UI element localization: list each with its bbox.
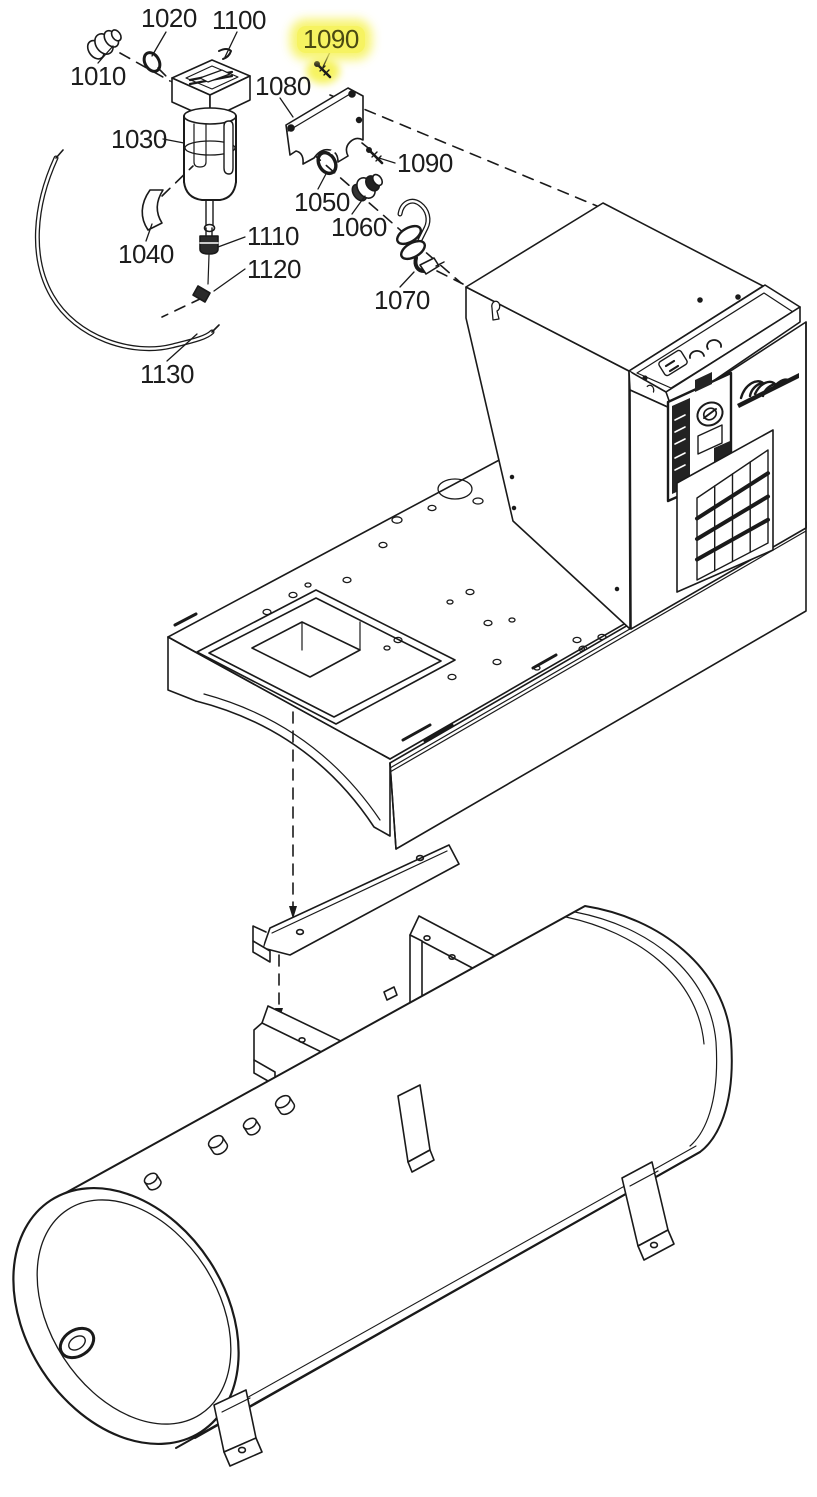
tank-foot-left (213, 1389, 263, 1467)
callout-1080[interactable]: 1080 (255, 71, 311, 101)
callout-1130[interactable]: 1130 (140, 359, 194, 389)
console-knockouts (689, 339, 722, 359)
brand-logo-swoosh (737, 373, 799, 408)
part-1040-deflector (141, 189, 164, 231)
air-tank (12, 905, 733, 1467)
base-holes (173, 478, 607, 742)
callout-1030[interactable]: 1030 (111, 124, 167, 154)
callout-1060[interactable]: 1060 (331, 212, 387, 242)
tank-foot-rear (397, 1084, 435, 1173)
tank-couplings (143, 1094, 296, 1191)
callout-1110[interactable]: 1110 (247, 221, 299, 251)
part-1030-filter (171, 59, 251, 233)
cooling-grille (676, 429, 774, 593)
tank-nub (383, 986, 398, 1001)
console-switch (658, 349, 688, 377)
part-1020-washer (142, 51, 162, 73)
part-1060-fitting (351, 173, 384, 202)
mounting-bracket-upper (252, 844, 460, 963)
tank-port (58, 1326, 96, 1360)
tank-end-cap (12, 1186, 240, 1446)
callout-1020[interactable]: 1020 (141, 3, 197, 33)
leader-lines (97, 31, 415, 362)
callout-1090[interactable]: 1090 (397, 148, 453, 178)
base-cutout (196, 589, 456, 725)
part-1100-clip (218, 48, 232, 60)
base-arch-skirt (167, 636, 391, 837)
part-1090-screw-highlighted (313, 60, 332, 79)
part-1080-bracket (285, 87, 364, 165)
callout-1100[interactable]: 1100 (212, 5, 266, 35)
callout-1090-highlighted[interactable]: 1090 (297, 25, 365, 54)
arrowhead (289, 906, 297, 919)
callout-1120[interactable]: 1120 (247, 254, 301, 284)
compressor-cabinet (465, 202, 807, 630)
part-1050-washer (316, 146, 340, 176)
part-1090-screw (365, 147, 384, 165)
part-1110-fitting (199, 227, 219, 285)
part-1120-elbow (192, 285, 211, 303)
part-1070-hose (396, 198, 445, 275)
pressure-gauge (696, 401, 724, 427)
callout-1040[interactable]: 1040 (118, 239, 174, 269)
tank-foot-right (621, 1161, 675, 1261)
callout-1050[interactable]: 1050 (294, 187, 350, 217)
callout-1010[interactable]: 1010 (70, 61, 126, 91)
part-1010-plug (86, 29, 122, 60)
callout-1070[interactable]: 1070 (374, 285, 430, 315)
